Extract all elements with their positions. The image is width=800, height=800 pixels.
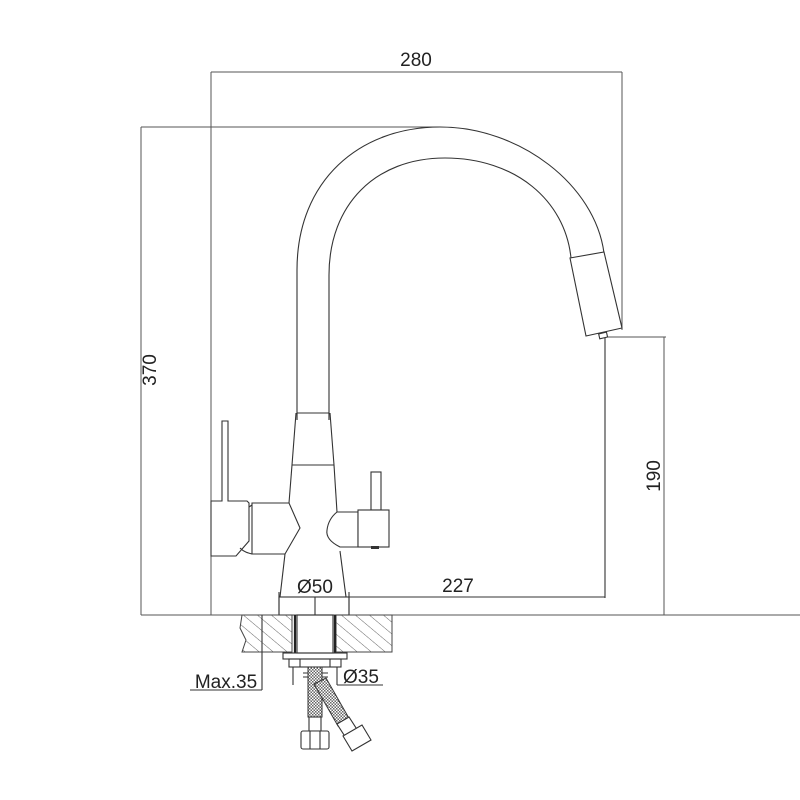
dimension-label-d50: Ø50 bbox=[297, 577, 333, 598]
supply-hoses bbox=[300, 666, 372, 752]
dimension-total-width: 280 bbox=[210, 50, 623, 615]
countertop-section bbox=[141, 614, 800, 690]
mixer-lever-handle bbox=[210, 420, 301, 557]
dimension-label-370: 370 bbox=[140, 354, 161, 386]
dimension-label-190: 190 bbox=[644, 460, 665, 492]
dimension-base-diameter: Ø50 bbox=[278, 577, 350, 616]
faucet-body bbox=[279, 412, 347, 598]
spout-gooseneck bbox=[296, 126, 623, 420]
spray-head bbox=[569, 251, 623, 337]
dimension-total-height: 370 bbox=[140, 126, 440, 616]
dimension-spout-reach: 227 bbox=[315, 337, 606, 598]
filter-tap-handle bbox=[326, 471, 390, 549]
dimension-label-280: 280 bbox=[400, 50, 432, 71]
dimension-label-227: 227 bbox=[442, 576, 474, 597]
dimension-spout-height: 190 bbox=[350, 336, 666, 616]
dimension-label-d35: Ø35 bbox=[343, 667, 379, 688]
dimension-label-max35: Max.35 bbox=[195, 672, 257, 693]
